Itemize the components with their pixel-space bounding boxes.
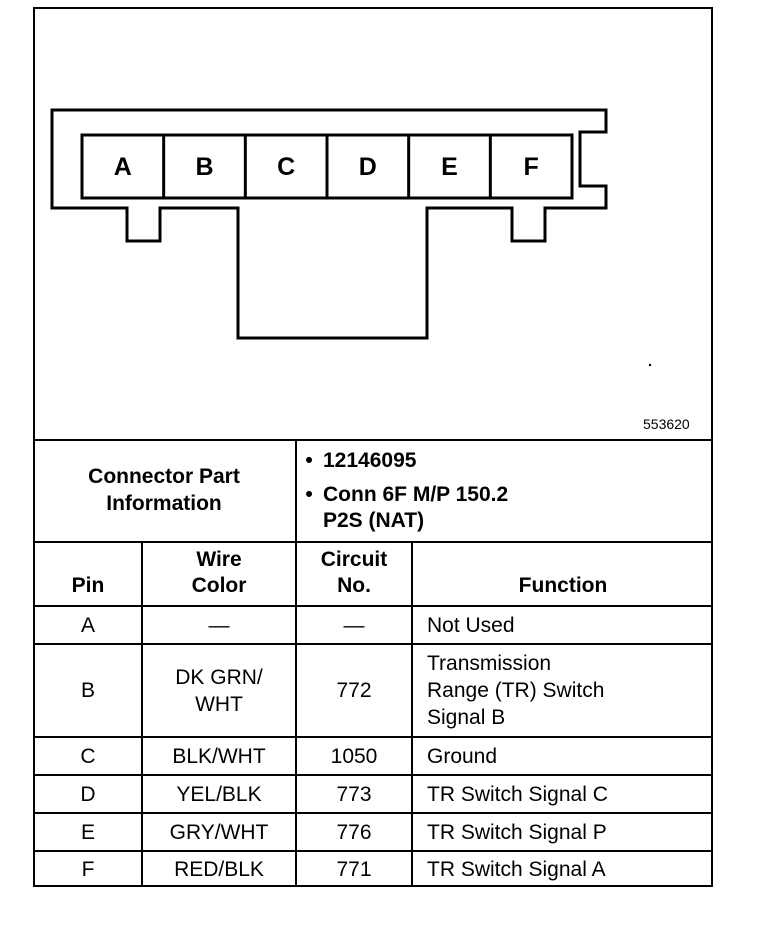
- table-divider: [411, 541, 413, 887]
- pin-cell: A: [80, 613, 95, 637]
- connector-description: Conn 6F M/P 150.2 P2S (NAT): [323, 483, 509, 532]
- stray-dot: [648, 363, 652, 367]
- pin-cell: C: [80, 744, 96, 768]
- connector-housing-outline: [50, 108, 608, 340]
- circuit-cell: —: [343, 613, 365, 637]
- table-divider: [33, 850, 713, 852]
- connector-sheet-frame: [33, 7, 713, 887]
- part-info-item: • Conn 6F M/P 150.2 P2S (NAT): [295, 482, 705, 534]
- function-cell: Ground: [427, 744, 498, 768]
- pin-label-d: D: [359, 153, 377, 181]
- table-divider: [33, 643, 713, 645]
- wire-color-cell: RED/BLK: [174, 858, 264, 881]
- header-wire-color: Wire Color: [191, 548, 247, 597]
- pin-label-c: C: [277, 153, 295, 181]
- pin-cell: D: [80, 782, 96, 806]
- function-cell: Transmission Range (TR) Switch Signal B: [427, 652, 605, 729]
- header-function: Function: [518, 574, 608, 597]
- table-divider: [141, 541, 143, 887]
- wire-color-cell: BLK/WHT: [172, 744, 266, 768]
- connector-face-diagram: A B C D E F: [50, 108, 652, 367]
- pin-labels: A B C D E F: [114, 153, 539, 181]
- pin-cell: F: [81, 858, 95, 881]
- function-cell: TR Switch Signal A: [427, 858, 606, 881]
- circuit-cell: 773: [336, 782, 372, 806]
- table-divider: [33, 541, 713, 543]
- header-circuit-no: Circuit No.: [320, 548, 388, 597]
- function-cell: TR Switch Signal P: [427, 820, 607, 844]
- circuit-cell: 776: [336, 820, 372, 844]
- wire-color-cell: GRY/WHT: [169, 820, 269, 844]
- part-number: 12146095: [323, 449, 417, 472]
- table-divider: [33, 605, 713, 607]
- table-divider: [33, 812, 713, 814]
- pin-label-e: E: [441, 153, 458, 181]
- bullet-icon: •: [305, 483, 313, 506]
- function-cell: TR Switch Signal C: [427, 782, 608, 806]
- wire-color-cell: —: [208, 613, 230, 637]
- function-cell: Not Used: [427, 613, 515, 637]
- table-divider: [33, 439, 713, 441]
- part-info-list: • 12146095 • Conn 6F M/P 150.2 P2S (NAT): [295, 448, 705, 542]
- header-pin: Pin: [71, 574, 105, 597]
- circuit-cell: 771: [336, 858, 372, 881]
- figure-id: 553620: [643, 416, 690, 432]
- wire-color-cell: YEL/BLK: [176, 782, 262, 806]
- pin-cell: E: [80, 820, 95, 844]
- connector-part-information: Connector Part Information • 12146095 • …: [33, 440, 713, 542]
- part-info-item: • 12146095: [295, 448, 705, 474]
- table-divider: [33, 736, 713, 738]
- bullet-icon: •: [305, 449, 313, 472]
- circuit-cell: 772: [336, 679, 372, 702]
- wire-color-cell: DK GRN/ WHT: [175, 665, 263, 716]
- pin-label-a: A: [114, 153, 132, 181]
- table-divider: [33, 774, 713, 776]
- pin-cavity-dividers: [162, 135, 492, 198]
- part-info-label: Connector Part Information: [88, 465, 240, 515]
- circuit-cell: 1050: [330, 744, 378, 768]
- pin-cell: B: [80, 679, 95, 702]
- pin-label-b: B: [195, 153, 213, 181]
- table-divider: [295, 439, 297, 543]
- table-divider: [295, 541, 297, 887]
- pin-label-f: F: [524, 153, 539, 181]
